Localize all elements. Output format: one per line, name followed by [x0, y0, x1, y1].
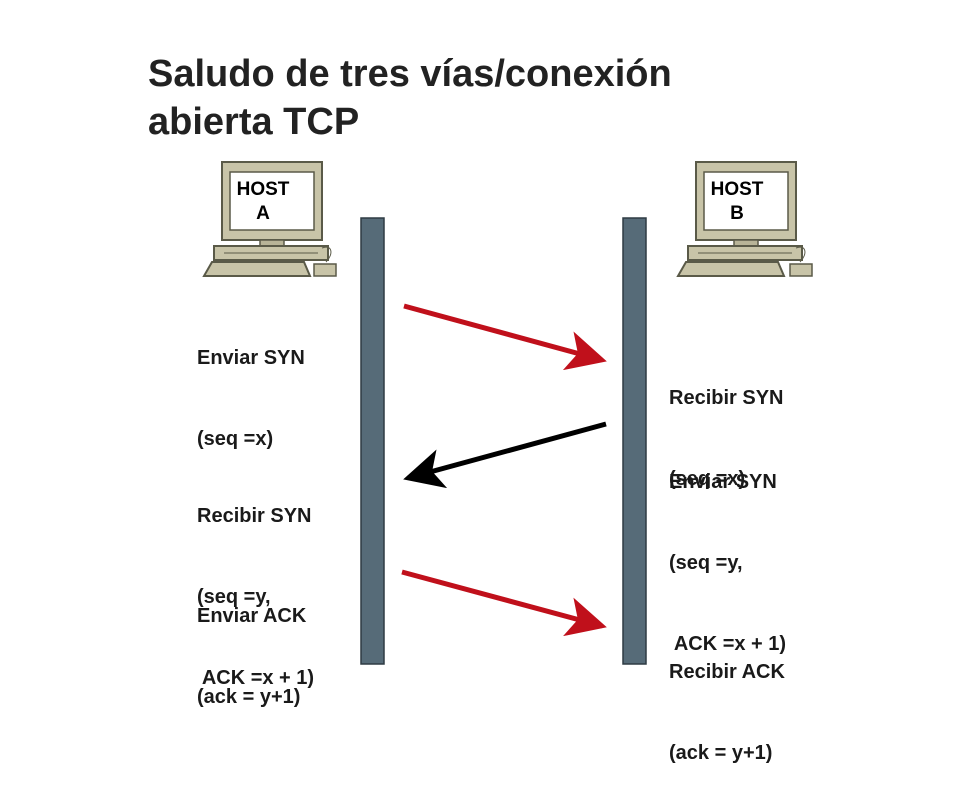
step-a-send-syn-line-2: (seq =x) [197, 428, 274, 450]
host-b-timeline [622, 217, 647, 665]
step-b-recv-syn: Recibir SYN (seq =x) [669, 331, 783, 520]
step-a-recv-syn: Recibir SYN (seq =y, ACK =x + 1) [197, 449, 314, 719]
host-a-label-line-1: HOST [237, 179, 290, 200]
host-a-timeline [360, 217, 385, 665]
step-a-recv-syn-line-3: ACK =x + 1) [197, 667, 315, 689]
host-a-label-line-2: A [256, 203, 270, 224]
step-a-send-ack: Enviar ACK (ack = y+1) [197, 549, 306, 738]
title-line-1: Saludo de tres vías/conexión [148, 53, 672, 95]
step-b-send-syn-line-3: ACK =x + 1) [669, 633, 787, 655]
host-a-computer-icon: HOST A [202, 161, 337, 277]
step-a-send-ack-line-2: (ack = y+1) [197, 686, 301, 708]
step-b-send-syn-line-1: Enviar SYN [669, 471, 777, 493]
step-b-send-syn-line-2: (seq =y, [669, 552, 743, 574]
host-b-label-line-2: B [730, 203, 744, 224]
step-a-send-ack-line-1: Enviar ACK [197, 605, 307, 627]
step-b-recv-syn-line-2: (seq =x) [669, 468, 746, 490]
step-a-send-syn-line-1: Enviar SYN [197, 347, 305, 369]
host-b-label-line-1: HOST [711, 179, 764, 200]
step-b-send-syn: Enviar SYN (seq =y, ACK =x + 1) [669, 415, 786, 685]
step-a-recv-syn-line-2: (seq =y, [197, 586, 271, 608]
title-line-2: abierta TCP [148, 101, 360, 143]
step-b-recv-syn-line-1: Recibir SYN [669, 387, 784, 409]
step-b-recv-ack-line-2: (ack = y+1) [669, 742, 773, 764]
host-b-computer-icon: HOST B [676, 161, 813, 277]
step-b-recv-ack-line-1: Recibir ACK [669, 661, 785, 683]
step-b-recv-ack: Recibir ACK (ack = y+1) [669, 605, 785, 794]
handshake-diagram: HOST A HOST B [202, 161, 813, 665]
arrow-ack-a-to-b [401, 569, 607, 637]
diagram-title: Saludo de tres vías/conexión abierta TCP [148, 50, 848, 146]
step-a-send-syn: Enviar SYN (seq =x) [197, 291, 305, 480]
arrow-syn-a-to-b [403, 303, 607, 371]
arrow-syn-ack-b-to-a [403, 421, 607, 489]
step-a-recv-syn-line-1: Recibir SYN [197, 505, 312, 527]
